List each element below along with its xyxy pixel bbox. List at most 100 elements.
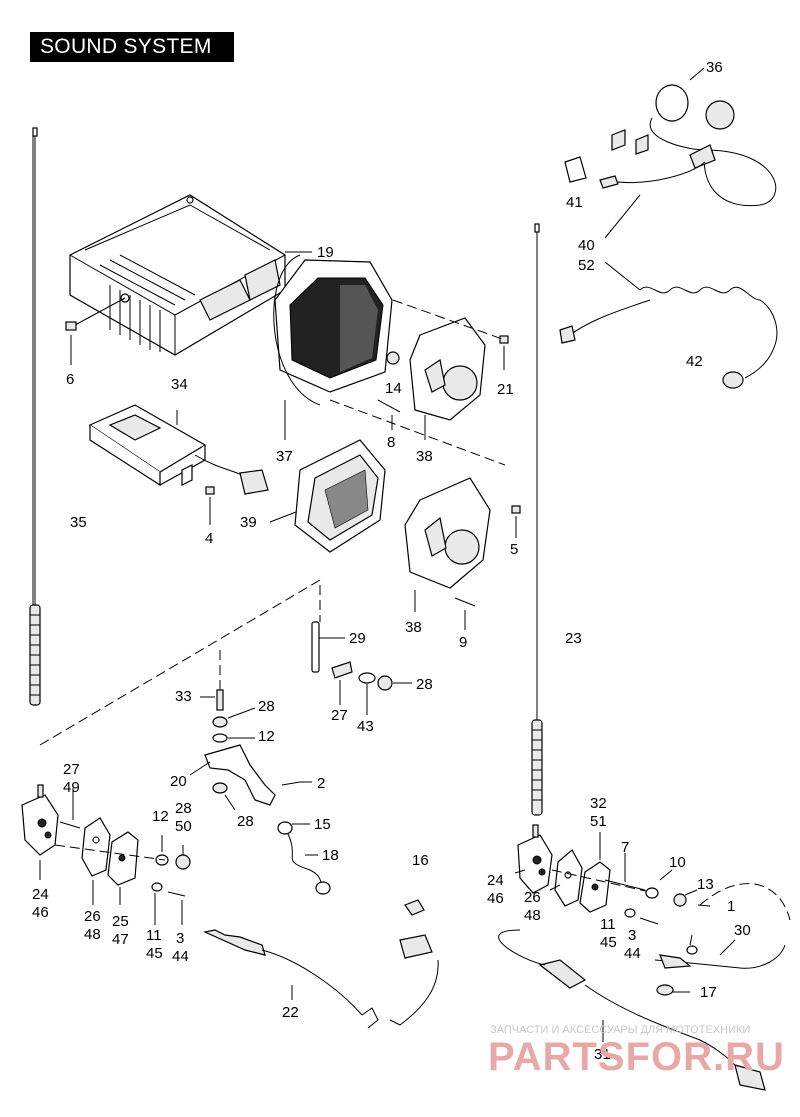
part-39-speaker [269,439,386,553]
callout-44-left: 44 [172,948,189,965]
part-3-screw-left [167,891,186,925]
part-27-threaded-adapter-left [59,821,81,829]
callout-19: 19 [317,244,334,261]
callout-22: 22 [282,1004,299,1021]
callout-16: 16 [412,852,429,869]
page-title: SOUND SYSTEM [30,32,234,62]
part-28-nut-lower [212,782,236,811]
callout-11-left: 11 [146,927,162,944]
callout-35: 35 [70,514,87,531]
callout-46-left: 46 [32,904,49,921]
part-4-screw [205,486,215,525]
callout-28-c: 28 [237,813,254,830]
callout-42: 42 [686,353,703,370]
callout-14: 14 [385,380,402,397]
part-38-speaker-cover-lower [404,477,491,612]
callout-46-right: 46 [487,890,504,907]
callout-13: 13 [697,876,714,893]
callout-38-lower: 38 [405,619,422,636]
part-43-washer [358,672,376,715]
callout-7: 7 [621,839,629,856]
part-11-lock-washer-left [151,882,163,892]
assembly-line-left-mount [54,844,166,861]
callout-43: 43 [357,718,374,735]
callout-29: 29 [349,630,366,647]
callout-9: 9 [459,634,467,651]
callout-32: 32 [590,795,607,812]
part-41-plug [564,156,706,189]
assembly-line-long [39,579,321,746]
callout-33: 33 [175,688,192,705]
callout-2: 2 [317,775,325,792]
callout-45-left: 45 [146,945,163,962]
part-10-ring-terminal [645,869,673,899]
part-30-ground-cable [654,934,786,969]
callout-48-right: 48 [524,907,541,924]
callout-39: 39 [240,514,257,531]
callout-3-left: 3 [176,930,184,947]
callout-4: 4 [205,530,213,547]
callout-40: 40 [578,237,595,254]
callout-49: 49 [63,779,80,796]
part-28-nut-bracket [212,707,256,728]
callout-18: 18 [322,847,339,864]
callout-3-right: 3 [628,927,636,944]
part-35-left-antenna [29,127,41,706]
callout-37: 37 [276,448,293,465]
callout-1: 1 [727,898,735,915]
part-37-speaker-housing [273,254,393,440]
callout-20: 20 [170,773,187,790]
assembly-line-upper [392,299,506,341]
callout-5: 5 [510,541,518,558]
part-8-screw [377,399,401,430]
callout-10: 10 [669,854,686,871]
callout-48-left: 48 [84,926,101,943]
part-26-gasket-right [549,849,583,907]
part-1-screw [697,904,711,907]
part-28-nut [377,675,412,691]
part-24-antenna-mount-left [21,784,59,880]
part-3-screw-right [639,917,659,925]
part-12-washer [212,733,255,743]
part-25-plate-left [107,831,139,905]
callout-41: 41 [566,194,583,211]
callout-11-right: 11 [600,916,616,933]
leader-40-52-a [604,194,641,239]
part-38-speaker-cover-upper [409,317,486,440]
callout-50: 50 [175,818,192,835]
part-9-screw [454,597,476,630]
callout-6: 6 [66,371,74,388]
callout-17: 17 [700,984,717,1001]
leader-40-52-b [604,261,641,291]
callout-labels: 36 19 41 40 52 6 14 21 42 34 8 37 38 35 … [32,59,751,1063]
part-5-screw [511,505,521,538]
callout-21: 21 [497,381,514,398]
part-7-stud [604,853,646,891]
callout-44-right: 44 [624,945,641,962]
part-32-plate-right [579,832,611,913]
part-2-screw [281,781,312,786]
part-33-stud [200,689,224,711]
callout-47: 47 [112,931,129,948]
callout-51: 51 [590,813,607,830]
assembly-line-middle [329,399,506,466]
part-24-antenna-mount-right [514,824,553,894]
assembly-line-right-mount [551,869,651,893]
part-29-stud [311,621,345,673]
part-18-ground-strap [277,821,331,895]
part-26-gasket-left [81,817,111,905]
part-23-right-antenna [531,223,543,816]
watermark-logo: PARTSFOR.RU [488,1035,785,1079]
callout-24-left: 24 [32,886,49,903]
callout-28-b: 28 [258,698,275,715]
part-31-antenna-cable [498,929,766,1091]
callout-34: 34 [171,376,188,393]
callout-15: 15 [314,816,331,833]
part-19-radio-unit [69,194,312,356]
part-28-nut-left [175,845,191,870]
callout-38-upper: 38 [416,448,433,465]
callout-27-b: 27 [63,761,80,778]
part-21-screw [499,335,509,370]
callout-28-d: 28 [175,800,192,817]
